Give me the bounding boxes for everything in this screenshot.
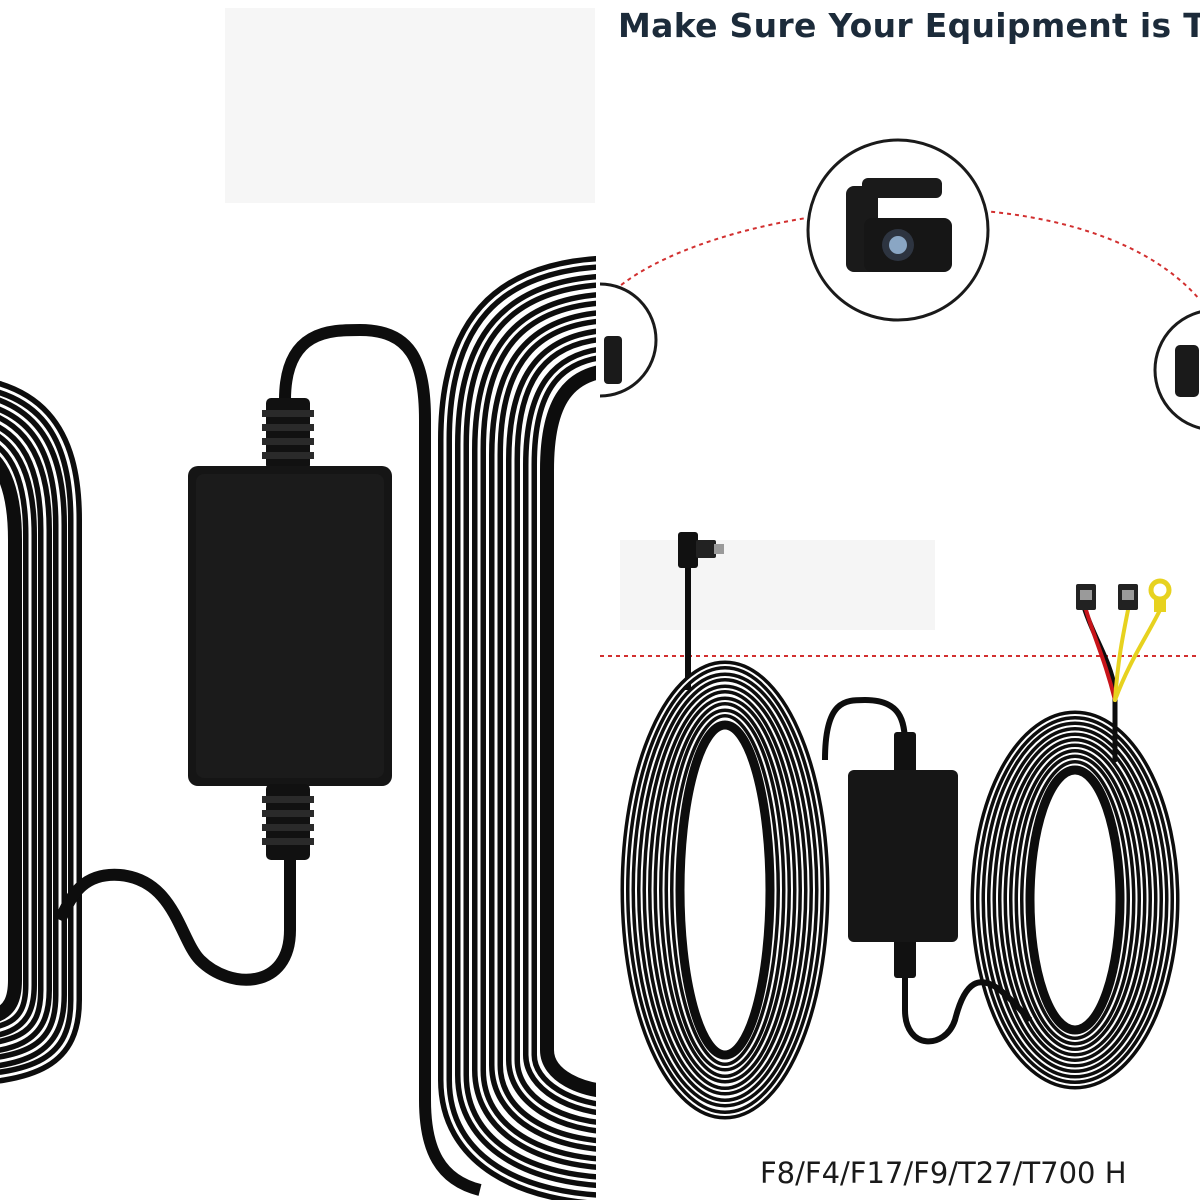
upper-cable-loop xyxy=(822,696,908,761)
lower-cable-curve xyxy=(902,945,1033,1045)
background-shade xyxy=(620,540,935,630)
upper-cable-loop xyxy=(279,323,482,1196)
hardwire-kit-closeup xyxy=(0,8,600,1200)
left-coiled-cable xyxy=(620,660,830,1120)
wire-harness xyxy=(1082,607,1162,763)
compatibility-illustration xyxy=(600,138,1200,1120)
left-product-photo xyxy=(0,8,600,1200)
power-converter-box xyxy=(848,770,958,942)
right-coiled-cable xyxy=(438,255,600,1200)
fuse-tap-connector xyxy=(1076,584,1096,610)
background-shade xyxy=(225,8,595,203)
fuse-tap-connector xyxy=(1118,584,1138,610)
right-coiled-cable xyxy=(970,710,1180,1090)
strain-relief-bottom xyxy=(894,936,916,978)
right-compatibility-graphic: Make Sure Your Equipment is T F8/F4/F17/… xyxy=(600,0,1200,1200)
dashcam-icon-right xyxy=(1153,310,1200,430)
strain-relief-bottom xyxy=(262,784,314,860)
dashcam-icon-left xyxy=(600,282,658,398)
strain-relief-top xyxy=(894,732,916,774)
usb-c-connector xyxy=(678,532,724,690)
page-headline: Make Sure Your Equipment is T xyxy=(618,6,1200,45)
dashcam-icon xyxy=(806,138,990,322)
model-list: F8/F4/F17/F9/T27/T700 H xyxy=(760,1156,1127,1190)
ring-terminal xyxy=(1148,578,1172,612)
lower-cable-curve xyxy=(54,850,296,986)
left-coiled-cable xyxy=(0,380,82,1084)
strain-relief-top xyxy=(262,398,314,470)
